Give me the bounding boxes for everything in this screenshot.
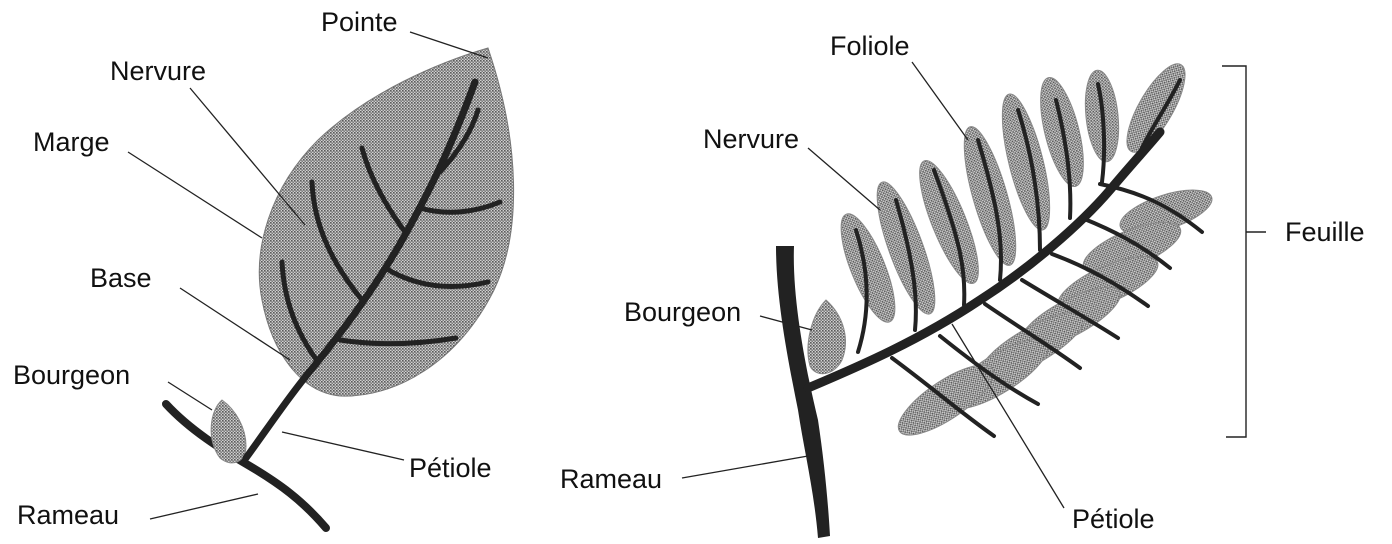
simple-bud bbox=[211, 400, 246, 463]
label-bourgeon: Bourgeon bbox=[13, 362, 130, 389]
label-base: Base bbox=[90, 265, 152, 292]
compound-twig bbox=[776, 246, 830, 538]
label-foliole: Foliole bbox=[830, 33, 910, 60]
label-compound-nervure: Nervure bbox=[703, 126, 799, 153]
label-compound-petiole: Pétiole bbox=[1072, 506, 1155, 533]
label-feuille: Feuille bbox=[1285, 219, 1365, 246]
label-marge: Marge bbox=[33, 129, 110, 156]
feuille-bracket bbox=[1222, 66, 1246, 437]
label-pointe: Pointe bbox=[321, 9, 398, 36]
label-petiole: Pétiole bbox=[409, 455, 492, 482]
label-nervure: Nervure bbox=[110, 58, 206, 85]
leaflet bbox=[1116, 56, 1195, 160]
label-compound-rameau: Rameau bbox=[560, 466, 662, 493]
label-compound-bourgeon: Bourgeon bbox=[624, 299, 741, 326]
label-rameau: Rameau bbox=[17, 502, 119, 529]
compound-bud bbox=[808, 300, 845, 374]
